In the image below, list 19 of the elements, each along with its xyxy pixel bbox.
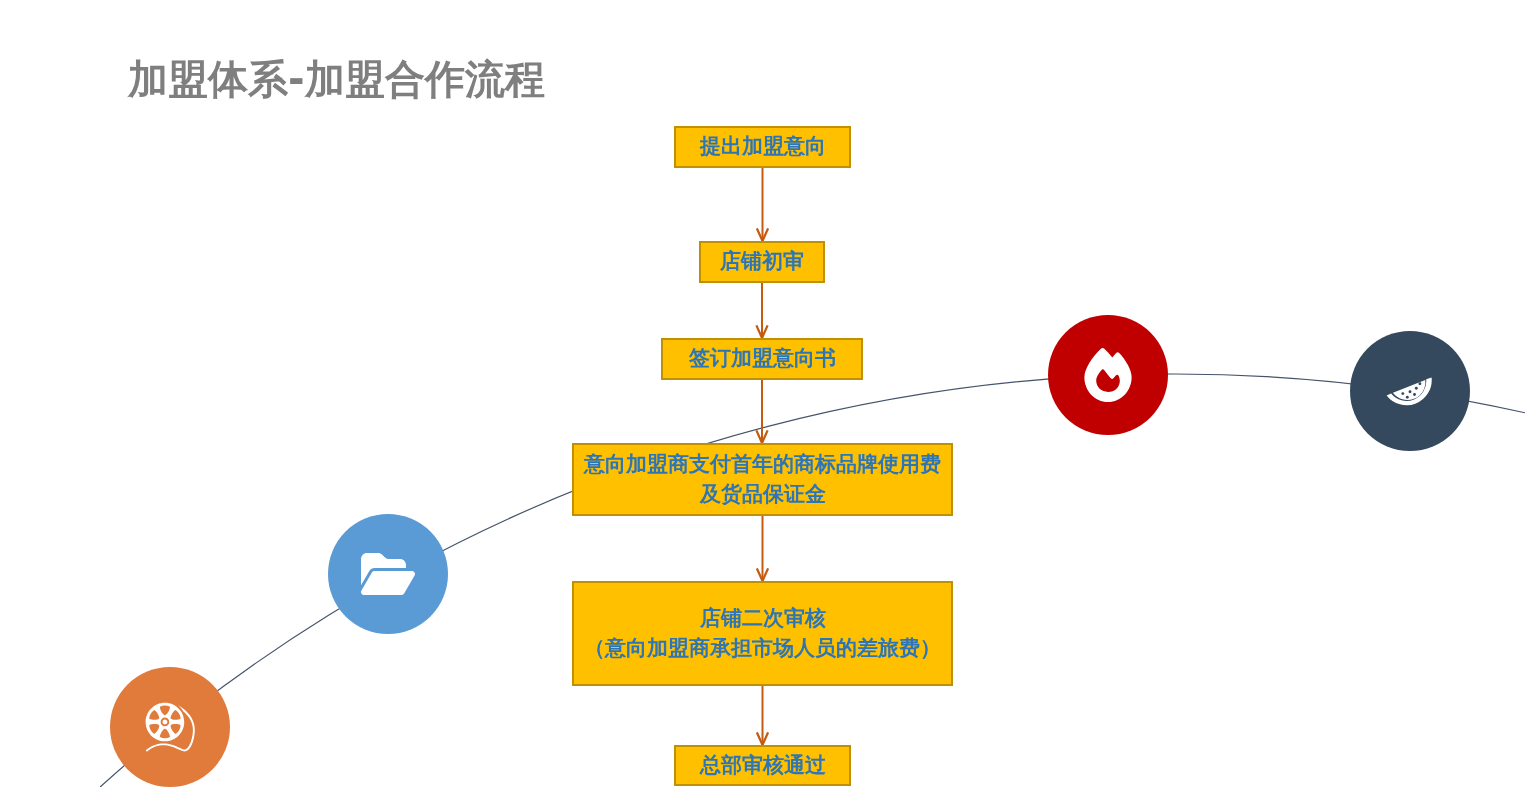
process-box	[661, 338, 863, 380]
process-box	[674, 745, 851, 786]
step-text: 店铺二次审核	[699, 605, 826, 633]
process-box	[572, 443, 953, 516]
process-box	[699, 241, 825, 283]
step-text: 意向加盟商支付首年的商标品牌使用费及货品保证金	[582, 451, 942, 508]
arrow	[755, 282, 769, 340]
step-text: 总部审核通过	[699, 751, 826, 779]
step-text: 店铺初审	[720, 248, 804, 276]
process-box	[572, 581, 953, 686]
arrow	[755, 515, 770, 583]
arrow	[755, 379, 769, 445]
arrow	[755, 167, 770, 243]
step-text: 签订加盟意向书	[688, 345, 836, 373]
arrow	[755, 685, 770, 747]
process-box	[674, 126, 851, 168]
step-text: （意向加盟商承担市场人员的差旅费）	[584, 634, 941, 662]
page-title: 加盟体系-加盟合作流程	[128, 55, 545, 104]
step-text: 提出加盟意向	[699, 133, 826, 161]
